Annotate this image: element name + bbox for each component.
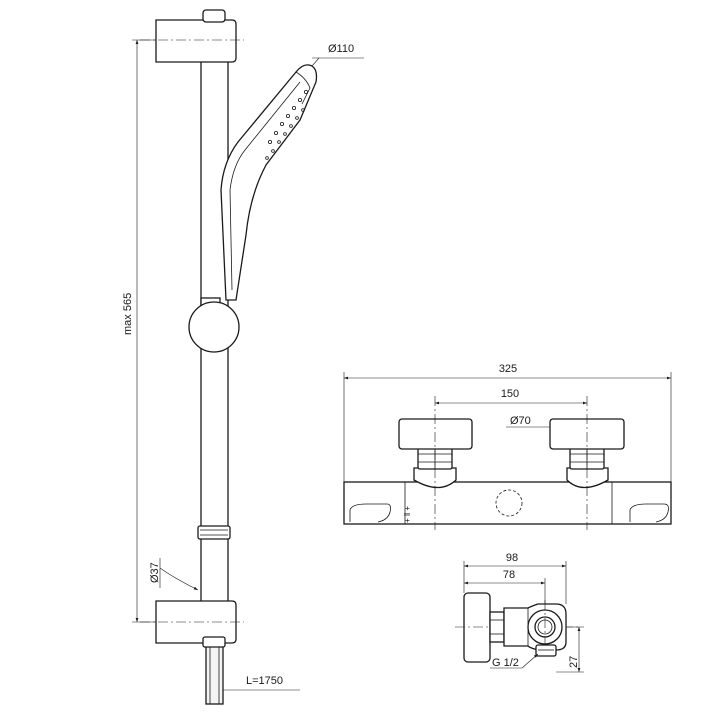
shower-rail-assembly: max 565 Ø110 Ø37 L=1750 xyxy=(122,9,364,705)
diverter-outline xyxy=(495,489,523,517)
top-wall-bracket xyxy=(140,9,244,63)
dimension-hose-length: L=1750 xyxy=(223,675,300,691)
handshower-diameter-label: Ø110 xyxy=(328,43,354,55)
rail-height-label: max 565 xyxy=(122,293,134,335)
dimension-side-depth-total: 98 xyxy=(463,552,567,604)
hand-shower xyxy=(220,64,318,301)
dimension-inlet-centres: 150 xyxy=(435,388,587,405)
side-depth-wall-label: 78 xyxy=(503,569,515,581)
dimension-handshower-diameter: Ø110 xyxy=(311,43,364,67)
bottom-wall-bracket xyxy=(140,600,244,648)
shower-hose xyxy=(205,637,224,705)
mixer-width-label: 325 xyxy=(499,363,517,375)
thread-label: G 1/2 xyxy=(492,657,519,669)
thermostatic-mixer-side: 98 78 27 G 1/2 xyxy=(455,552,584,673)
temperature-scale: + ‖ + xyxy=(403,506,412,523)
mixer-body xyxy=(343,481,672,525)
dimension-handle-diameter: Ø70 xyxy=(506,415,550,428)
handle-diameter-label: Ø70 xyxy=(510,415,531,427)
rail-diameter-label: Ø37 xyxy=(149,562,161,583)
dimension-rail-height: max 565 xyxy=(122,39,156,623)
dimension-outlet-height: 27 xyxy=(556,626,584,673)
inlet-centres-label: 150 xyxy=(501,388,519,400)
side-depth-total-label: 98 xyxy=(506,552,518,564)
left-handle xyxy=(398,418,473,489)
handshower-slider xyxy=(188,297,240,353)
spray-nozzles xyxy=(265,90,308,160)
wall-rosette xyxy=(463,592,491,663)
rail-clamp-ring xyxy=(197,525,231,540)
outlet-height-label: 27 xyxy=(568,656,580,668)
hose-length-label: L=1750 xyxy=(246,675,283,687)
thermostatic-mixer-front: + ‖ + 325 xyxy=(343,363,672,530)
dimension-mixer-width: 325 xyxy=(343,363,672,482)
dimension-rail-diameter: Ø37 xyxy=(149,558,199,591)
outlet-thread xyxy=(535,644,557,657)
dimension-thread: G 1/2 xyxy=(490,653,539,669)
dimension-side-depth-wall: 78 xyxy=(464,569,546,604)
